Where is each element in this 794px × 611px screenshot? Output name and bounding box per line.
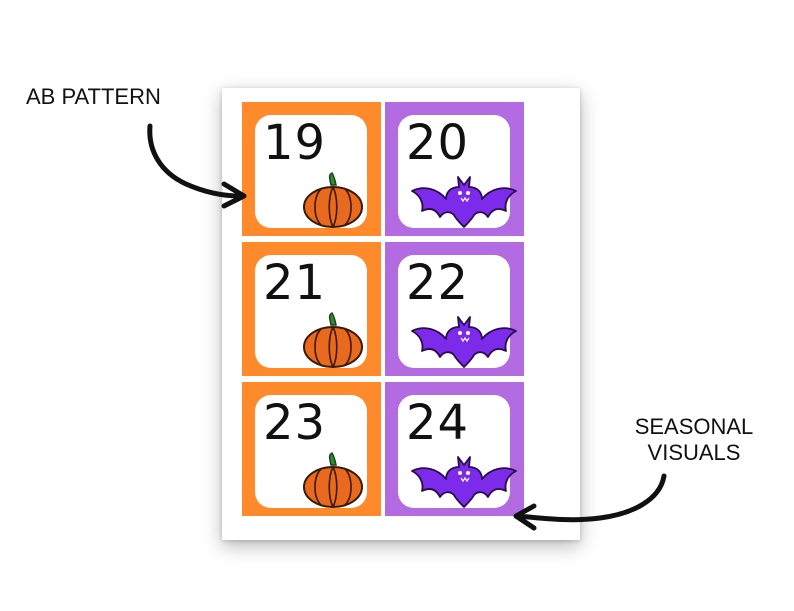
pumpkin-icon: [303, 452, 363, 508]
seasonal-visuals-line1: SEASONAL: [634, 414, 754, 439]
calendar-card: 22: [385, 242, 524, 376]
bat-icon: [411, 456, 517, 508]
calendar-card-grid: 19 20: [242, 102, 548, 516]
card-face: 20: [398, 115, 517, 228]
seasonal-visuals-label: SEASONAL VISUALS: [614, 414, 774, 467]
calendar-card: 21: [242, 242, 381, 376]
card-number: 20: [406, 115, 470, 171]
card-face: 21: [255, 255, 367, 368]
card-number: 24: [406, 395, 470, 451]
calendar-card: 24: [385, 382, 524, 516]
calendar-card: 19: [242, 102, 381, 236]
card-face: 19: [255, 115, 367, 228]
pumpkin-icon: [303, 312, 363, 368]
calendar-card: 20: [385, 102, 524, 236]
pumpkin-icon: [303, 172, 363, 228]
card-face: 24: [398, 395, 517, 508]
card-number: 23: [263, 395, 327, 451]
calendar-card-sheet: 19 20: [222, 88, 580, 540]
card-face: 22: [398, 255, 517, 368]
card-number: 22: [406, 255, 470, 311]
calendar-card: 23: [242, 382, 381, 516]
card-number: 21: [263, 255, 327, 311]
ab-pattern-label: AB PATTERN: [26, 84, 161, 109]
bat-icon: [411, 316, 517, 368]
card-face: 23: [255, 395, 367, 508]
bat-icon: [411, 176, 517, 228]
card-number: 19: [263, 115, 327, 171]
seasonal-visuals-line2: VISUALS: [647, 440, 741, 466]
